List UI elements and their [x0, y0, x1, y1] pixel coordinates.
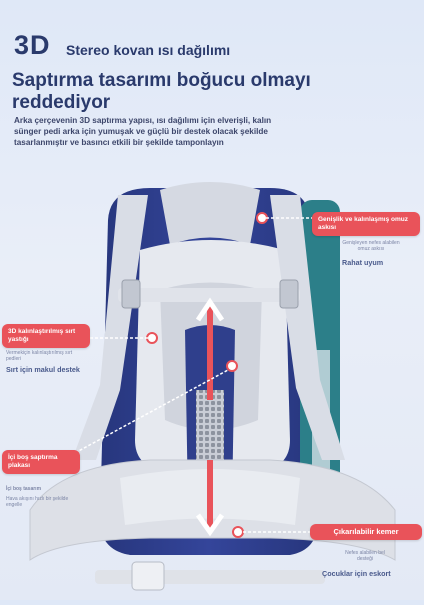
belt-sub: Nefes alabilen bel desteği	[345, 550, 385, 562]
title-stereo: Stereo kovan ısı dağılımı	[66, 42, 231, 58]
deflection-plate-sub2: Hava akışını hızlı bir şekilde engelle	[6, 496, 69, 508]
right-strap	[270, 195, 345, 460]
backpack-illustration	[29, 182, 396, 591]
back-pillow-sub: Vermekiçin kalınlaştırılmış sırt pedleri	[6, 350, 73, 362]
description: Arka çerçevenin 3D saptırma yapısı, ısı …	[14, 116, 272, 147]
back-pillow-main: Sırt için makul destek	[6, 365, 80, 374]
deflection-plate-sub1: İçi boş tasarım	[6, 486, 42, 492]
deflection-plate-tag: İçi boş saptırma plakası	[2, 450, 80, 474]
buckle	[131, 561, 165, 591]
title-3d: 3D	[14, 30, 51, 60]
shoulder-strap-sub: Genişleyen nefes alabilen omuz askısı	[342, 240, 400, 252]
left-strap	[72, 195, 148, 460]
belt-strap	[95, 570, 325, 584]
shoulder-strap-main: Rahat uyum	[342, 258, 384, 267]
belt-tag: Çıkarılabilir kemer	[310, 524, 422, 540]
headline: Saptırma tasarımı boğucu olmayı reddediy…	[12, 70, 311, 113]
header: 3D Stereo kovan ısı dağılımı Saptırma ta…	[0, 0, 424, 160]
shoulder-strap-tag: Genişlik ve kalınlaşmış omuz askısı	[312, 212, 420, 236]
backpack-scene: Genişlik ve kalınlaşmış omuz askısı Geni…	[0, 160, 424, 600]
belt-main: Çocuklar için eskort	[322, 569, 391, 578]
chest-strap	[118, 288, 300, 302]
back-pillow-tag: 3D kalınlaştırılmış sırt yastığı	[2, 324, 90, 348]
